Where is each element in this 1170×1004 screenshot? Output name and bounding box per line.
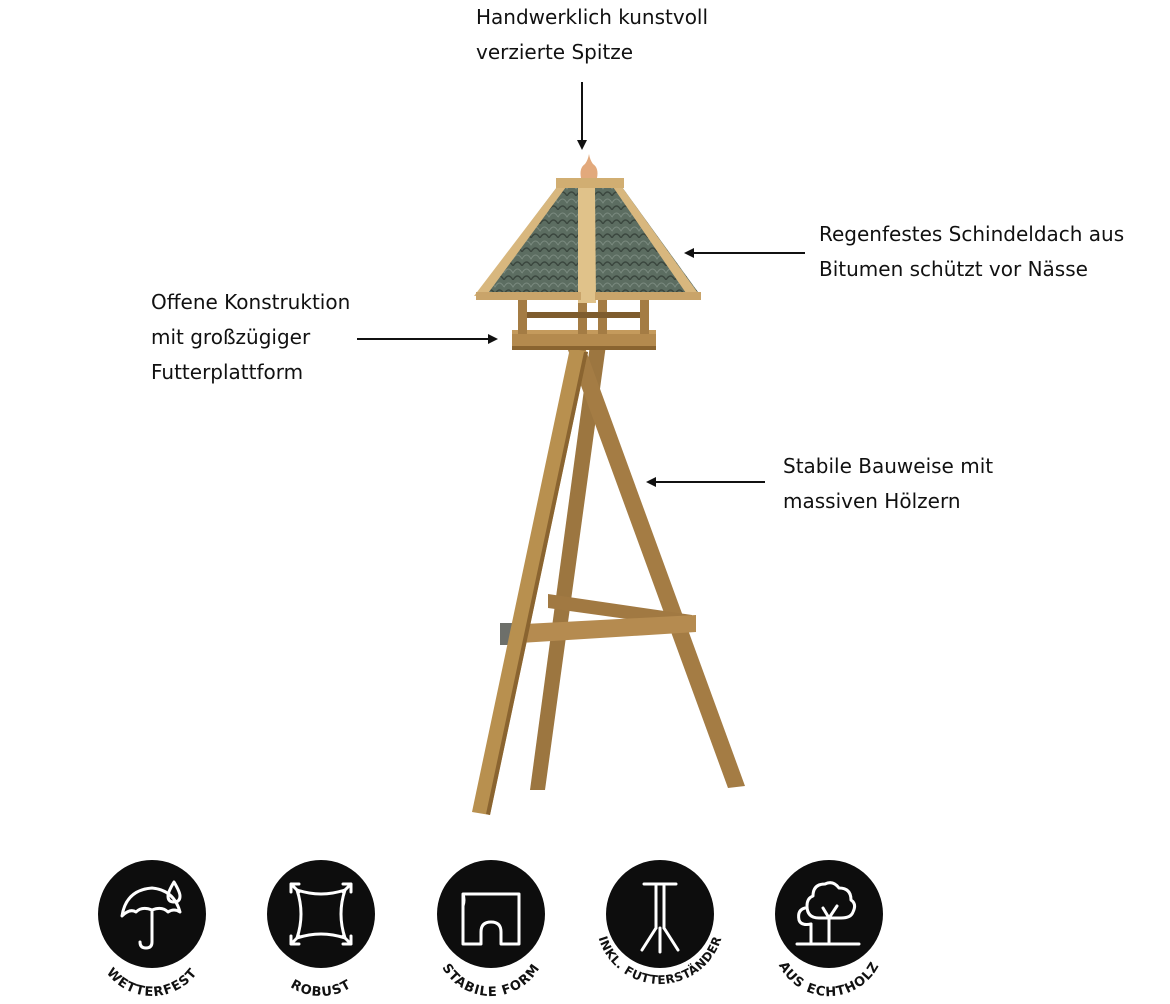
umbrella-rain-icon [120, 880, 182, 950]
callout-spire: Handwerklich kunstvoll verzierte Spitze [476, 0, 708, 70]
inner-rail [527, 312, 640, 318]
badge-wetterfest: WETTERFEST [82, 860, 222, 1000]
callout-spire-line2: verzierte Spitze [476, 40, 634, 64]
roof-eave-right [595, 292, 701, 300]
roof-center-rafter [578, 187, 596, 303]
callout-roof-line1: Regenfestes Schindeldach aus [819, 222, 1125, 246]
brace-front [505, 615, 696, 644]
badge-robust: ROBUST [251, 860, 391, 1000]
bird-feeder-illustration [357, 82, 805, 815]
callout-stable-line1: Stabile Bauweise mit [783, 454, 994, 478]
badge-stabile-form: STABILE FORM [421, 860, 561, 1000]
post-left [518, 300, 527, 334]
roof-left-rafter [474, 187, 566, 296]
tree-icon [795, 881, 861, 946]
callout-roof: Regenfestes Schindeldach aus Bitumen sch… [819, 217, 1124, 287]
callout-roof-line2: Bitumen schützt vor Nässe [819, 257, 1088, 281]
badge-wetterfest-label: WETTERFEST [103, 965, 200, 1000]
badge-robust-label: ROBUST [288, 977, 353, 1000]
callout-open-line2: mit großzügiger [151, 325, 311, 349]
callout-spire-line1: Handwerklich kunstvoll [476, 5, 709, 29]
square-expand-icon [289, 882, 353, 946]
roof-right-rafter [613, 187, 700, 296]
callout-stable: Stabile Bauweise mit massiven Hölzern [783, 449, 993, 519]
callout-stable-line2: massiven Hölzern [783, 489, 961, 513]
leg-back [530, 345, 606, 790]
svg-text:ROBUST: ROBUST [288, 977, 354, 1000]
arch-shape-icon [461, 892, 521, 946]
callout-open-construction: Offene Konstruktion mit großzügiger Futt… [151, 285, 350, 390]
callout-open-line3: Futterplattform [151, 360, 304, 384]
roof-cap [556, 178, 624, 188]
tripod-stand-icon [640, 882, 680, 954]
post-right [640, 300, 649, 334]
badge-echtholz: AUS ECHTHOLZ [759, 860, 899, 1000]
callout-open-line1: Offene Konstruktion [151, 290, 351, 314]
svg-text:WETTERFEST: WETTERFEST [103, 965, 201, 1000]
badge-futterstaender: INKL. FUTTERSTÄNDER [590, 860, 730, 1000]
leg-front [472, 348, 588, 815]
platform-edge-shade [512, 346, 656, 350]
leg-front-shade [486, 352, 588, 815]
finial [580, 154, 598, 178]
roof-eave-left [476, 292, 581, 300]
leg-rear-right [568, 345, 745, 788]
